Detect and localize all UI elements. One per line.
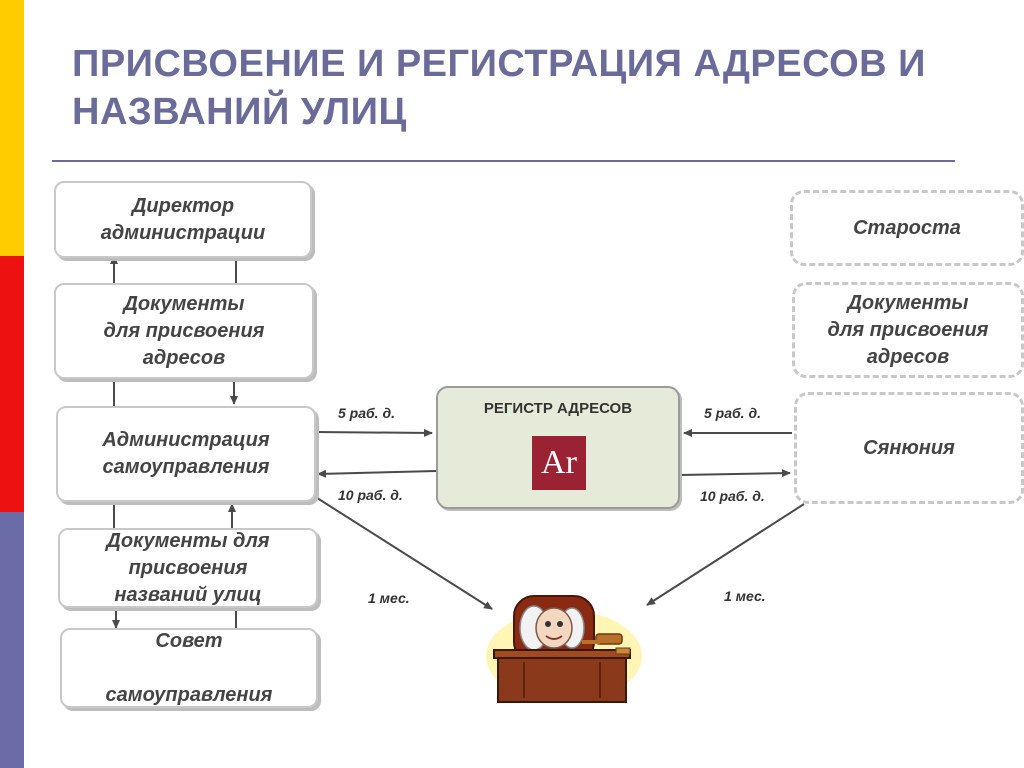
label-left-in: 5 раб. д. bbox=[338, 405, 396, 421]
stripe-yellow bbox=[0, 0, 24, 256]
label-court-left: 1 мес. bbox=[368, 590, 410, 606]
label-left-out: 10 раб. д. bbox=[338, 487, 403, 503]
arrow-register-to-syanyuniya bbox=[679, 469, 791, 478]
title-line-2: НАЗВАНИЙ УЛИЦ bbox=[72, 91, 407, 133]
box-council: Совет самоуправления bbox=[60, 628, 318, 708]
box-docs-addresses-left: Документы для присвоения адресов bbox=[54, 283, 314, 379]
label-court-right: 1 мес. bbox=[724, 588, 766, 604]
box-docs-addresses-right: Документы для присвоения адресов bbox=[792, 282, 1024, 378]
judge-illustration-icon bbox=[486, 595, 642, 703]
slide-title: ПРИСВОЕНИЕ И РЕГИСТРАЦИЯ АДРЕСОВ И НАЗВА… bbox=[72, 40, 972, 136]
box-administration: Администрация самоуправления bbox=[56, 406, 316, 502]
title-divider bbox=[52, 160, 955, 162]
register-title: РЕГИСТР АДРЕСОВ bbox=[483, 400, 633, 417]
box-director: Директор администрации bbox=[54, 181, 312, 258]
register-logo-text: Ar bbox=[541, 444, 577, 481]
elder-label: Староста bbox=[853, 216, 961, 239]
docs-addresses-left-label: Документы для присвоения адресов bbox=[103, 292, 265, 369]
label-right-out: 10 раб. д. bbox=[700, 488, 765, 504]
box-elder: Староста bbox=[790, 190, 1024, 266]
docs-addresses-right-label: Документы для присвоения адресов bbox=[827, 291, 989, 368]
stripe-red bbox=[0, 256, 24, 512]
director-label: Директор администрации bbox=[100, 194, 266, 244]
arrow-register-to-admin bbox=[317, 469, 437, 478]
box-syanyuniya: Сянюния bbox=[794, 392, 1024, 504]
syanyuniya-label: Сянюния bbox=[863, 436, 955, 459]
administration-label: Администрация самоуправления bbox=[102, 429, 270, 478]
label-right-in: 5 раб. д. bbox=[704, 405, 762, 421]
box-docs-streets: Документы для присвоения названий улиц bbox=[58, 528, 318, 608]
stripe-blue bbox=[0, 512, 24, 768]
docs-streets-label: Документы для присвоения названий улиц bbox=[106, 529, 270, 606]
council-label: Совет самоуправления bbox=[105, 629, 273, 706]
register-logo: Ar bbox=[532, 436, 586, 490]
arrow-admin-to-register bbox=[315, 428, 433, 437]
title-line-1: ПРИСВОЕНИЕ И РЕГИСТРАЦИЯ АДРЕСОВ И bbox=[72, 43, 926, 85]
arrow-admin-to-court bbox=[313, 495, 493, 610]
address-register: РЕГИСТР АДРЕСОВ Ar bbox=[436, 386, 680, 509]
arrow-syanyuniya-to-court bbox=[646, 503, 805, 606]
